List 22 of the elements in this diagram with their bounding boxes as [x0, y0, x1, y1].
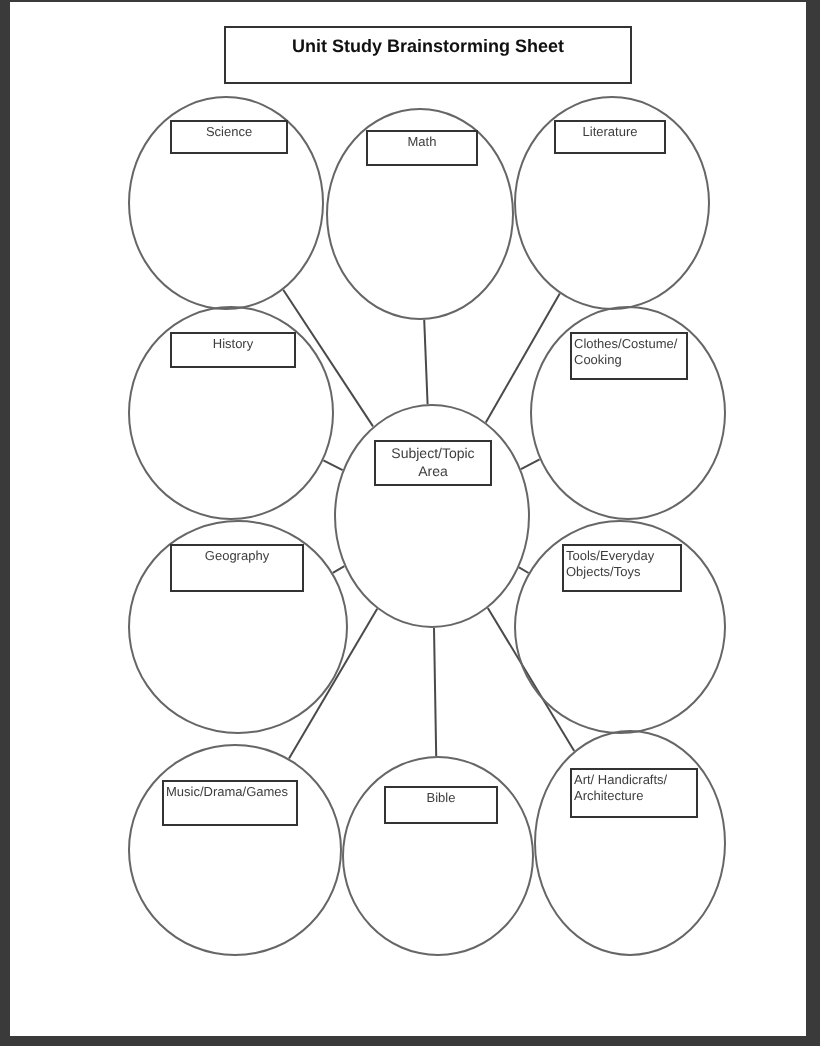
topic-circle — [128, 96, 324, 310]
connector-line — [486, 607, 576, 752]
topic-circle — [128, 744, 342, 956]
topic-circle — [530, 306, 726, 520]
connector-line — [282, 288, 374, 428]
connector-line — [433, 627, 438, 757]
topic-circle — [514, 96, 710, 310]
connector-line — [322, 459, 344, 472]
connector-line — [288, 607, 379, 760]
topic-circle — [326, 108, 514, 320]
connector-line — [484, 292, 561, 424]
topic-circle — [514, 520, 726, 734]
topic-circle — [128, 306, 334, 520]
connector-line — [518, 566, 530, 574]
topic-circle — [534, 730, 726, 956]
connector-line — [423, 318, 429, 406]
topic-circle — [128, 520, 348, 734]
connector-line — [520, 458, 541, 471]
topic-circle — [342, 756, 534, 956]
connector-line — [331, 565, 346, 574]
title: Unit Study Brainstorming Sheet — [224, 26, 632, 84]
topic-circle — [334, 404, 530, 628]
